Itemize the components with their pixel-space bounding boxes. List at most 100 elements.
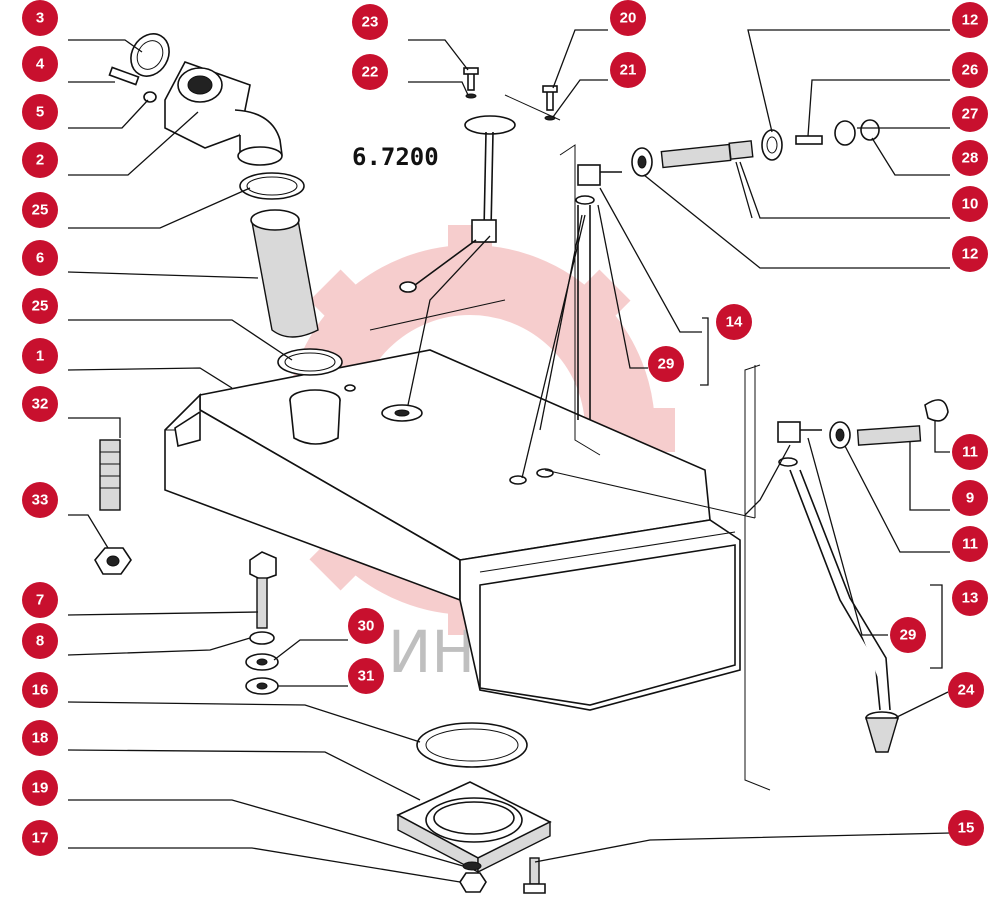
- sender-part-code: 6.7200: [352, 143, 439, 171]
- suction-nut: [829, 421, 851, 449]
- svg-text:33: 33: [32, 492, 49, 509]
- callout-32: 32: [22, 386, 58, 422]
- svg-text:32: 32: [32, 396, 49, 413]
- callout-5: 5: [22, 94, 58, 130]
- svg-text:25: 25: [32, 298, 49, 315]
- fitting-cap: [860, 119, 880, 141]
- callout-25-upper: 25: [22, 192, 58, 228]
- svg-text:5: 5: [36, 104, 44, 121]
- svg-text:19: 19: [32, 780, 49, 797]
- hose-clip: [924, 399, 949, 422]
- callout-11-upper: 11: [952, 434, 988, 470]
- callout-3: 3: [22, 0, 58, 36]
- cover-bolt: [523, 857, 546, 894]
- svg-text:9: 9: [966, 490, 974, 507]
- rubber-washer-upper: [245, 653, 279, 671]
- suction-pipe-right: [777, 421, 891, 711]
- suction-hose: [856, 425, 922, 446]
- callout-24: 24: [948, 672, 984, 708]
- cap-bolt: [108, 66, 140, 86]
- svg-text:4: 4: [36, 56, 45, 73]
- callout-18: 18: [22, 720, 58, 756]
- callout-27: 27: [952, 96, 988, 132]
- svg-text:27: 27: [962, 106, 979, 123]
- svg-text:23: 23: [362, 14, 379, 31]
- svg-text:11: 11: [962, 444, 978, 461]
- fuel-tank: [164, 349, 741, 711]
- callout-2: 2: [22, 142, 58, 178]
- svg-text:15: 15: [958, 820, 975, 837]
- inspection-cover: [396, 781, 552, 874]
- fuel-pipe-hose: [660, 140, 754, 169]
- callout-33: 33: [22, 482, 58, 518]
- callout-22: 22: [352, 54, 388, 90]
- sender-screw: [463, 67, 479, 91]
- callout-1: 1: [22, 338, 58, 374]
- svg-text:12: 12: [962, 12, 979, 29]
- callout-8: 8: [22, 623, 58, 659]
- cap-washer: [143, 91, 157, 103]
- svg-text:31: 31: [358, 668, 375, 685]
- callout-6: 6: [22, 240, 58, 276]
- fuel-strainer: [865, 711, 899, 753]
- cover-gasket: [416, 722, 528, 768]
- sender-washer: [465, 93, 477, 99]
- section-outlines: [369, 94, 771, 791]
- callout-15: 15: [948, 810, 984, 846]
- svg-text:14: 14: [726, 314, 743, 331]
- svg-text:25: 25: [32, 202, 49, 219]
- svg-text:1: 1: [36, 348, 44, 365]
- callout-12-top: 12: [952, 2, 988, 38]
- svg-text:22: 22: [362, 64, 379, 81]
- callout-25-lower: 25: [22, 288, 58, 324]
- callout-10: 10: [952, 186, 988, 222]
- svg-text:6: 6: [36, 250, 44, 267]
- callout-14: 14: [716, 304, 752, 340]
- svg-text:12: 12: [962, 246, 979, 263]
- cover-nut: [459, 872, 487, 893]
- svg-text:2: 2: [36, 152, 44, 169]
- callout-13: 13: [952, 580, 988, 616]
- svg-text:10: 10: [962, 196, 979, 213]
- svg-text:29: 29: [658, 356, 675, 373]
- callout-16: 16: [22, 672, 58, 708]
- sender-screw-2: [542, 85, 558, 111]
- svg-text:28: 28: [962, 150, 979, 167]
- callout-31: 31: [348, 658, 384, 694]
- callout-7: 7: [22, 582, 58, 618]
- callout-21: 21: [610, 52, 646, 88]
- callout-20: 20: [610, 0, 646, 36]
- callout-23: 23: [352, 4, 388, 40]
- hose-clamp-lower: [277, 348, 343, 376]
- callout-28: 28: [952, 140, 988, 176]
- suction-pipe-left: [577, 205, 591, 420]
- fuel-fitting-elbow: [575, 164, 622, 205]
- callout-17: 17: [22, 820, 58, 856]
- svg-text:7: 7: [36, 592, 44, 609]
- fitting-sleeve: [834, 120, 856, 146]
- svg-text:30: 30: [358, 618, 375, 635]
- svg-text:11: 11: [962, 536, 978, 553]
- svg-text:13: 13: [962, 590, 979, 607]
- callout-29-upper: 29: [648, 346, 684, 382]
- svg-text:17: 17: [32, 830, 49, 847]
- svg-text:3: 3: [36, 10, 44, 27]
- rubber-washer-lower: [245, 677, 279, 695]
- svg-text:26: 26: [962, 62, 979, 79]
- callout-4: 4: [22, 46, 58, 82]
- svg-text:20: 20: [620, 10, 637, 27]
- filler-neck-housing: [164, 61, 283, 166]
- threaded-stud: [99, 439, 121, 511]
- fitting-nut: [631, 147, 653, 177]
- callout-29-lower: 29: [890, 617, 926, 653]
- banjo-bolt: [795, 135, 823, 145]
- leader-lines: [67, 29, 951, 883]
- callout-12-lower: 12: [952, 236, 988, 272]
- svg-text:8: 8: [36, 633, 44, 650]
- callout-19: 19: [22, 770, 58, 806]
- svg-text:24: 24: [958, 682, 975, 699]
- svg-text:29: 29: [900, 627, 917, 644]
- callout-30: 30: [348, 608, 384, 644]
- callout-11-lower: 11: [952, 526, 988, 562]
